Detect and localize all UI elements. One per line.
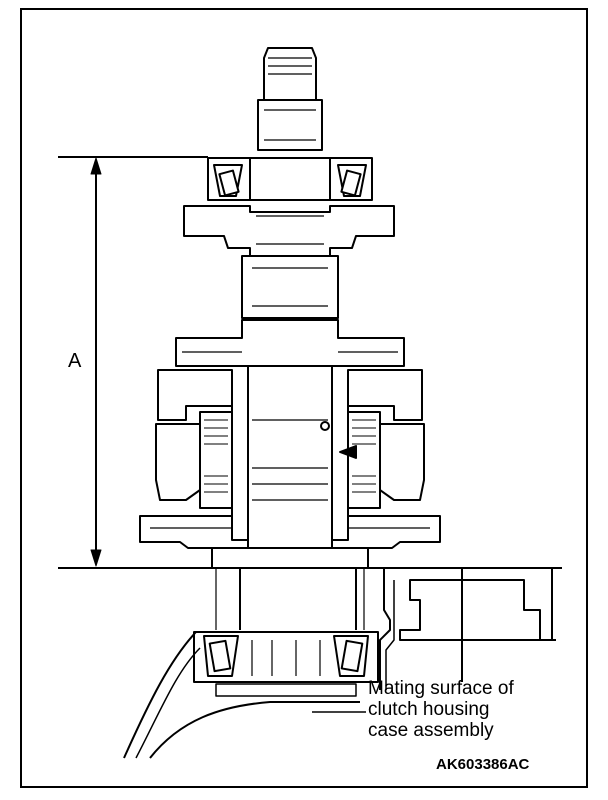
figure-id: AK603386AC — [436, 756, 530, 773]
dimension-a — [58, 156, 208, 567]
clutch-housing-case — [379, 567, 556, 690]
callout-line-1: Mating surface of — [368, 678, 514, 699]
housing-curve — [123, 631, 360, 759]
lower-shaft — [211, 547, 369, 630]
top-gear — [183, 205, 395, 257]
upper-taper-bearing — [207, 157, 373, 201]
dimension-label-a: A — [68, 350, 82, 372]
lower-taper-bearing — [193, 631, 379, 697]
synchronizer-assembly — [155, 369, 425, 540]
shaft-spline-top — [257, 47, 323, 151]
callout-line-3: case assembly — [368, 720, 494, 741]
middle-gear — [175, 319, 405, 367]
lower-gear — [139, 515, 441, 549]
shaft-body — [241, 255, 339, 549]
callout-line-2: clutch housing — [368, 699, 490, 720]
mating-surface-callout: Mating surface of clutch housing case as… — [368, 678, 578, 741]
